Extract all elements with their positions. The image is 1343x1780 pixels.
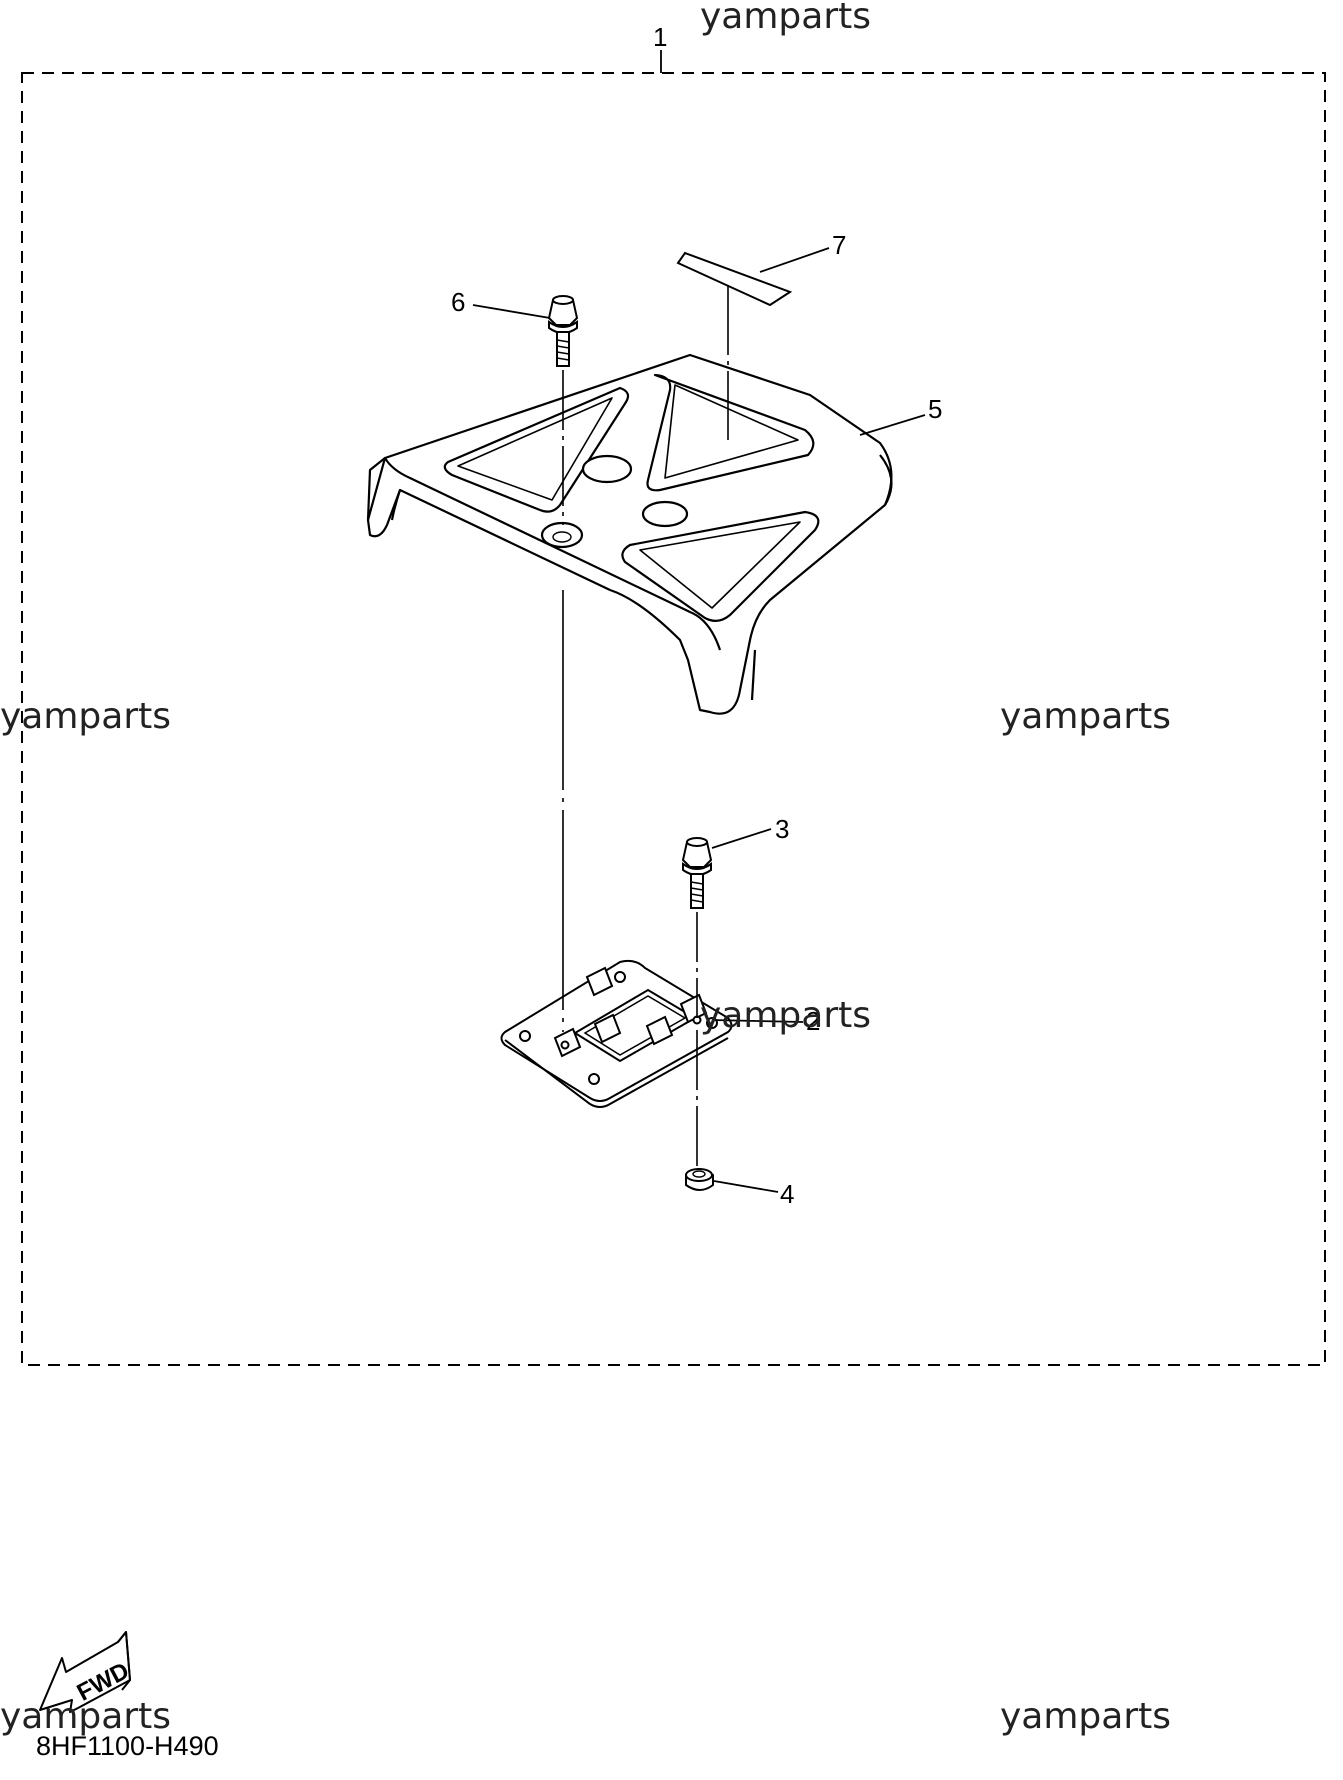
assembly-boundary (21, 72, 1326, 1366)
callout-3: 3 (775, 814, 789, 844)
watermark-right: yamparts (1000, 696, 1171, 737)
callout-1: 1 (653, 22, 667, 52)
callout-5: 5 (928, 394, 942, 424)
watermark-bottom-left: yamparts (0, 1696, 171, 1737)
part-5-rear-carrier (366, 353, 893, 715)
part-2-bracket (500, 959, 733, 1108)
watermark-center: yamparts (700, 995, 871, 1036)
watermark-left: yamparts (0, 696, 171, 737)
assembly-centerlines (562, 285, 729, 1168)
callout-2: 2 (806, 1006, 820, 1036)
callout-6: 6 (451, 287, 465, 317)
callout-7: 7 (832, 230, 846, 260)
drawing-code: 8HF1100-H490 (36, 1731, 219, 1761)
callout-4: 4 (780, 1179, 794, 1209)
part-6-bolt (547, 295, 579, 367)
part-3-bolt (681, 837, 713, 909)
part-7-label (676, 251, 793, 307)
watermark-top: yamparts (700, 0, 871, 37)
watermark-bottom-right: yamparts (1000, 1696, 1171, 1737)
part-4-nut (685, 1168, 714, 1191)
leader-lines (472, 247, 926, 1193)
